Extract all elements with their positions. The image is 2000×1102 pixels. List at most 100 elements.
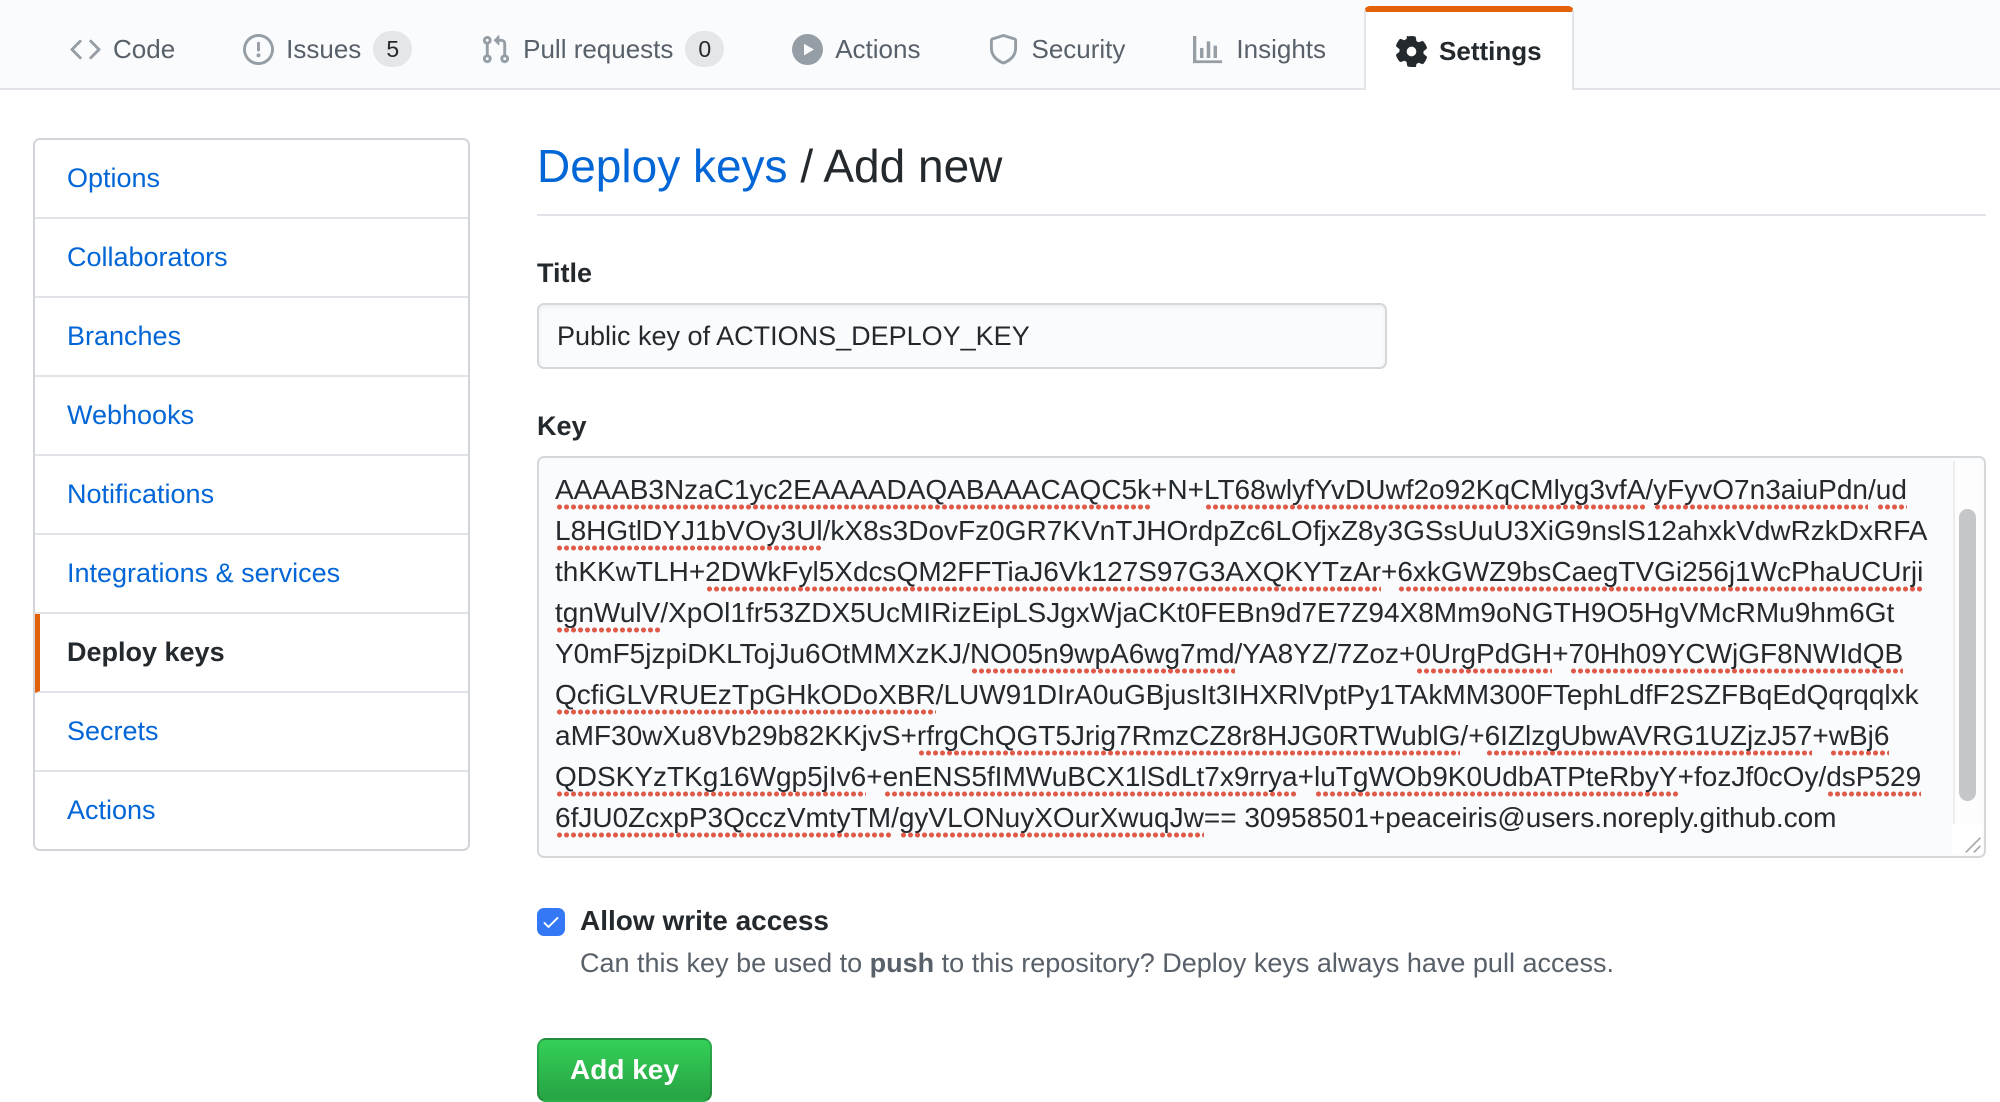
checkmark-icon: [543, 917, 559, 928]
tab-label: Actions: [835, 33, 921, 64]
key-text-line: L8HGtlDYJ1bVOy3Ul/kX8s3DovFz0GR7KVnTJHOr…: [555, 510, 1936, 551]
key-text-segment: aMF30wXu8Vb29b82KKjvS+: [555, 720, 917, 751]
key-text-segment: Y0mF5jzpiDKLTojJu6OtMMXzKJ/: [555, 638, 970, 669]
breadcrumb-current: Add new: [823, 140, 1003, 192]
deploy-key-title-input[interactable]: [537, 303, 1387, 369]
key-text-line: 6fJU0ZcxpP3QcczVmtyTM/gyVLONuyXOurXwuqJw…: [555, 797, 1936, 838]
key-text-segment-misspelled: wBj6: [1828, 715, 1890, 756]
sidebar-item-collaborators[interactable]: Collaborators: [35, 219, 468, 298]
key-text-segment-misspelled: AAAAB3NzaC1yc2EAAAADAQABAAACAQC5k: [555, 469, 1152, 510]
breadcrumb-separator: /: [800, 140, 814, 192]
key-text-segment-misspelled: LT68wlyfYvDUwf2o92KqCMlyg3vfA: [1203, 469, 1646, 510]
allow-write-access-label[interactable]: Allow write access: [580, 905, 830, 936]
key-label: Key: [537, 411, 587, 441]
textarea-scrollbar-thumb[interactable]: [1959, 509, 1976, 801]
tab-security[interactable]: Security: [958, 10, 1155, 88]
key-text-segment-misspelled: 6IZlzgUbwAVRG1UZjzJ57: [1484, 715, 1813, 756]
play-circle-icon: [792, 33, 824, 65]
deploy-key-textarea[interactable]: AAAAB3NzaC1yc2EAAAADAQABAAACAQC5k+N+LT68…: [537, 456, 1986, 858]
key-text-segment: +N+: [1151, 474, 1204, 505]
sidebar-item-options[interactable]: Options: [35, 140, 468, 219]
shield-icon: [988, 33, 1019, 65]
key-text-line: aMF30wXu8Vb29b82KKjvS+rfrgChQGT5Jrig7Rmz…: [555, 715, 1936, 756]
sidebar-item-notifications[interactable]: Notifications: [35, 456, 468, 535]
sidebar-item-branches[interactable]: Branches: [35, 298, 468, 377]
add-key-button[interactable]: Add key: [537, 1038, 712, 1102]
key-text-segment-misspelled: gyVLONuyXOurXwuqJw: [898, 797, 1204, 838]
sidebar-item-secrets[interactable]: Secrets: [35, 693, 468, 772]
key-text-segment: /YA8YZ/7Zoz+: [1234, 638, 1416, 669]
key-text-segment-misspelled: ud: [1875, 469, 1907, 510]
key-text-segment: /LUW91DIrA0uGBjusIt3IHXRlVptPy1TAkMM300F…: [935, 679, 1919, 710]
sidebar-item-actions[interactable]: Actions: [35, 772, 468, 849]
key-text-segment-misspelled: tgnWulV: [555, 592, 661, 633]
tab-code[interactable]: Code: [40, 10, 205, 88]
key-text-segment-misspelled: dsP529: [1826, 756, 1922, 797]
tab-label: Security: [1031, 33, 1126, 64]
key-text-line: QDSKYzTKg16Wgp5jIv6+enENS5fIMWuBCX1lSdLt…: [555, 756, 1936, 797]
key-text-segment-misspelled: 0UrgPdGH: [1415, 633, 1553, 674]
key-text-segment: /kX8s3DovFz0GR7KVnTJHOrdpZc6LOfjxZ8y3GSs…: [822, 515, 1928, 546]
key-text-segment-misspelled: QDSKYzTKg16Wgp5jIv6: [555, 756, 867, 797]
tab-label: Settings: [1439, 35, 1542, 66]
key-text-segment: == 30958501+peaceiris@users.noreply.gith…: [1203, 802, 1837, 833]
key-text-segment: /: [1867, 474, 1876, 505]
key-text-segment: +fozJf0cOy/: [1677, 761, 1827, 792]
key-text-segment-misspelled: QcfiGLVRUEzTpGHkODoXBR: [555, 674, 936, 715]
key-text-line: tgnWulV/XpOl1fr53ZDX5UcMIRizEipLSJgxWjaC…: [555, 592, 1936, 633]
allow-write-access-checkbox[interactable]: [537, 908, 565, 936]
textarea-resize-handle[interactable]: [1952, 824, 1982, 854]
deploy-key-text: AAAAB3NzaC1yc2EAAAADAQABAAACAQC5k+N+LT68…: [555, 469, 1936, 838]
tab-insights[interactable]: Insights: [1163, 10, 1356, 88]
key-text-segment: thKKwTLH+: [555, 556, 706, 587]
key-text-segment-misspelled: 2DWkFyl5XdcsQM2FFTiaJ6Vk127S97G3AXQKYTzA…: [705, 551, 1381, 592]
sidebar-item-webhooks[interactable]: Webhooks: [35, 377, 468, 456]
tab-counter-badge: 0: [685, 31, 725, 67]
allow-write-access-row: Allow write access Can this key be used …: [537, 904, 1986, 980]
key-text-segment-misspelled: 6xkGWZ9bsCaegTVGi256j1WcPhaUCUrji: [1397, 551, 1924, 592]
issue-opened-icon: [243, 33, 275, 65]
tab-counter-badge: 5: [373, 31, 413, 67]
key-text-segment: /XpOl1fr53ZDX5UcMIRizEipLSJgxWjaCKt0FEBn…: [660, 597, 1895, 628]
title-label: Title: [537, 258, 593, 288]
deploy-keys-breadcrumb-link[interactable]: Deploy keys: [537, 140, 788, 192]
key-text-segment: +: [1381, 556, 1398, 587]
key-text-segment-misspelled: 6fJU0ZcxpP3QcczVmtyTM: [555, 797, 892, 838]
sidebar-item-integrations-services[interactable]: Integrations & services: [35, 535, 468, 614]
tab-settings[interactable]: Settings: [1364, 6, 1574, 90]
allow-write-access-texts: Allow write access Can this key be used …: [580, 904, 1614, 980]
key-text-segment: +: [1297, 761, 1314, 792]
tab-actions[interactable]: Actions: [762, 10, 950, 88]
sidebar-item-deploy-keys[interactable]: Deploy keys: [35, 614, 468, 693]
key-text-segment: +: [1552, 638, 1569, 669]
write-access-note: Can this key be used to push to this rep…: [580, 946, 1614, 980]
key-text-segment: /: [1645, 474, 1654, 505]
textarea-scrollbar-track[interactable]: [1953, 461, 1981, 853]
note-text: to this repository? Deploy keys always h…: [934, 948, 1614, 978]
key-text-segment: +: [1812, 720, 1829, 751]
key-text-segment-misspelled: luTgWOb9K0UdbATPteRbyY: [1313, 756, 1678, 797]
tab-issues[interactable]: Issues 5: [213, 10, 442, 88]
tab-label: Insights: [1236, 33, 1327, 64]
page-title: Deploy keys / Add new: [537, 138, 1986, 216]
git-pull-request-icon: [480, 34, 511, 65]
key-text-segment-misspelled: 70Hh09YCWjGF8NWIdQB: [1568, 633, 1904, 674]
key-text-segment-misspelled: NO05n9wpA6wg7md: [969, 633, 1235, 674]
key-text-segment-misspelled: yFyvO7n3aiuPdn: [1653, 469, 1868, 510]
graph-icon: [1193, 34, 1224, 65]
key-text-segment-misspelled: L8HGtlDYJ1bVOy3Ul: [555, 510, 823, 551]
gear-icon: [1396, 35, 1427, 67]
note-text: Can this key be used to: [580, 948, 870, 978]
tab-label: Issues: [286, 33, 362, 64]
resize-grip-icon: [1965, 837, 1982, 854]
key-text-segment: /+: [1460, 720, 1485, 751]
main-content: Deploy keys / Add new Title Key AAAAB3Nz…: [537, 138, 1986, 1102]
key-text-segment: /: [891, 802, 899, 833]
key-text-line: AAAAB3NzaC1yc2EAAAADAQABAAACAQC5k+N+LT68…: [555, 469, 1936, 510]
code-icon: [70, 34, 101, 65]
